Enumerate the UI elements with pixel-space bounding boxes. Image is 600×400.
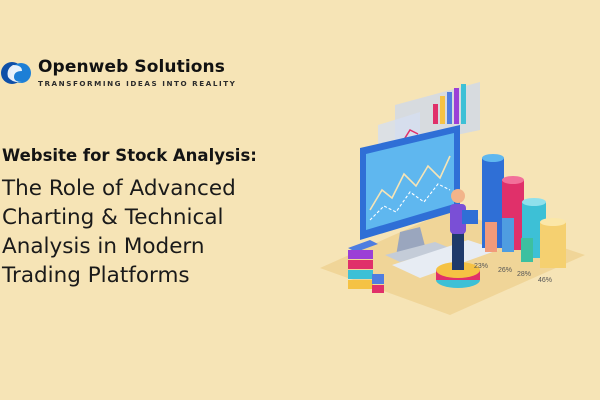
headline-line: Charting & Technical — [2, 205, 224, 230]
headline-line: Analysis in Modern — [2, 234, 205, 259]
monitor-icon — [360, 125, 460, 262]
headline-line: Trading Platforms — [2, 263, 190, 288]
bar-label: 46% — [538, 277, 552, 284]
stacked-blocks-icon — [348, 240, 384, 293]
headline-line: The Role of Advanced — [2, 176, 236, 201]
bar-label: 26% — [498, 267, 512, 274]
bar-label: 28% — [517, 271, 531, 278]
headline-subtitle: Website for Stock Analysis: — [2, 146, 257, 165]
brand-logo[interactable]: Openweb Solutions TRANSFORMING IDEAS INT… — [0, 56, 236, 90]
keyboard-icon — [392, 240, 498, 278]
brand-tagline: TRANSFORMING IDEAS INTO REALITY — [38, 79, 237, 88]
brand-name: Openweb Solutions — [38, 57, 225, 77]
bar-label: 23% — [474, 263, 488, 270]
openweb-logo-icon — [1, 62, 31, 84]
small-bars-icon — [485, 218, 533, 262]
headline-title: The Role of Advanced Charting & Technica… — [2, 174, 282, 290]
stock-analysis-illustration: 23% 26% 28% 46% — [300, 70, 590, 320]
illustration-svg: 23% 26% 28% 46% — [320, 82, 585, 315]
person-icon — [436, 189, 480, 288]
brand-text: Openweb Solutions TRANSFORMING IDEAS INT… — [38, 58, 236, 88]
